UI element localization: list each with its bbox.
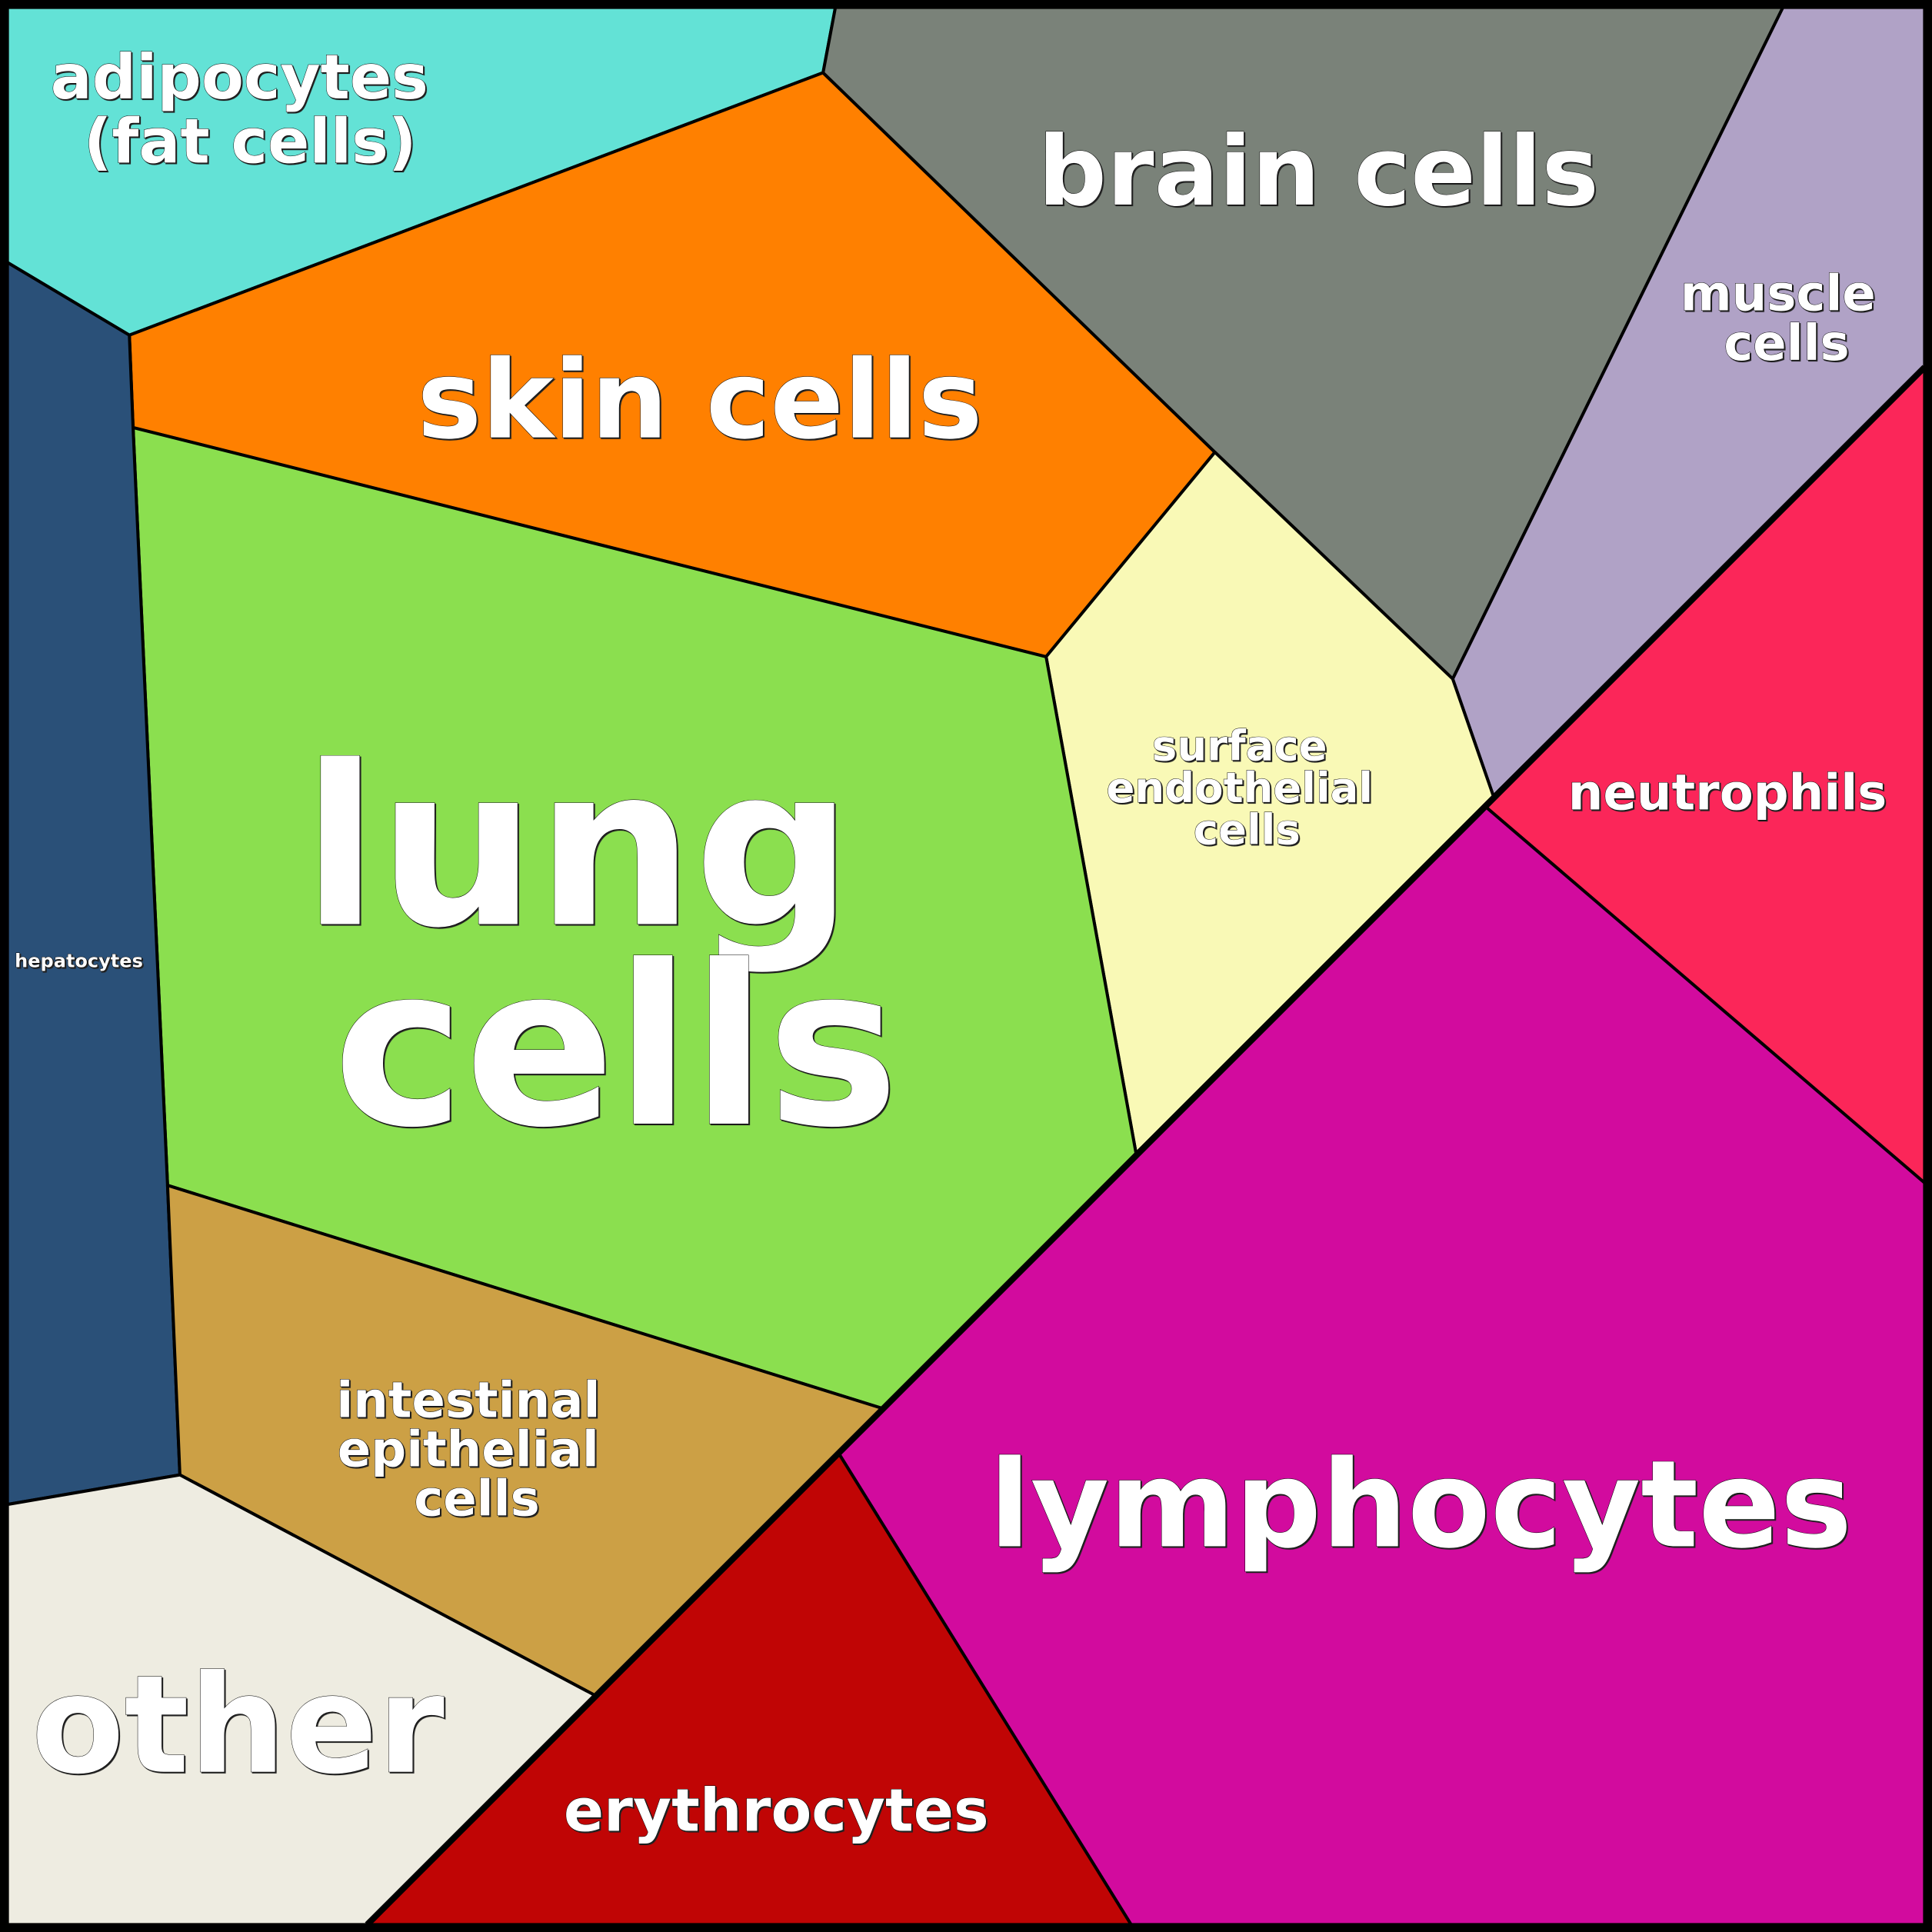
label-hepatocytes: hepatocytes — [15, 951, 143, 972]
label-adipocytes: adipocytes (fat cells) — [51, 42, 450, 177]
label-neutrophils: neutrophils — [1568, 765, 1887, 822]
label-lung-cells: lung cells — [302, 719, 930, 1178]
label-intestinal-epithelial-cells: intestinal epithelial cells — [336, 1372, 618, 1527]
label-erythrocytes: erythrocytes — [564, 1777, 989, 1846]
label-lymphocytes: lymphocytes — [989, 1435, 1852, 1576]
label-surface-endothelial-cells: surface endothelial cells — [1106, 721, 1387, 854]
label-skin-cells: skin cells — [417, 338, 982, 464]
label-muscle-cells: muscle cells — [1681, 266, 1893, 372]
label-other: other — [32, 1646, 445, 1804]
label-brain-cells: brain cells — [1038, 116, 1598, 228]
major-divider — [365, 365, 1927, 1927]
